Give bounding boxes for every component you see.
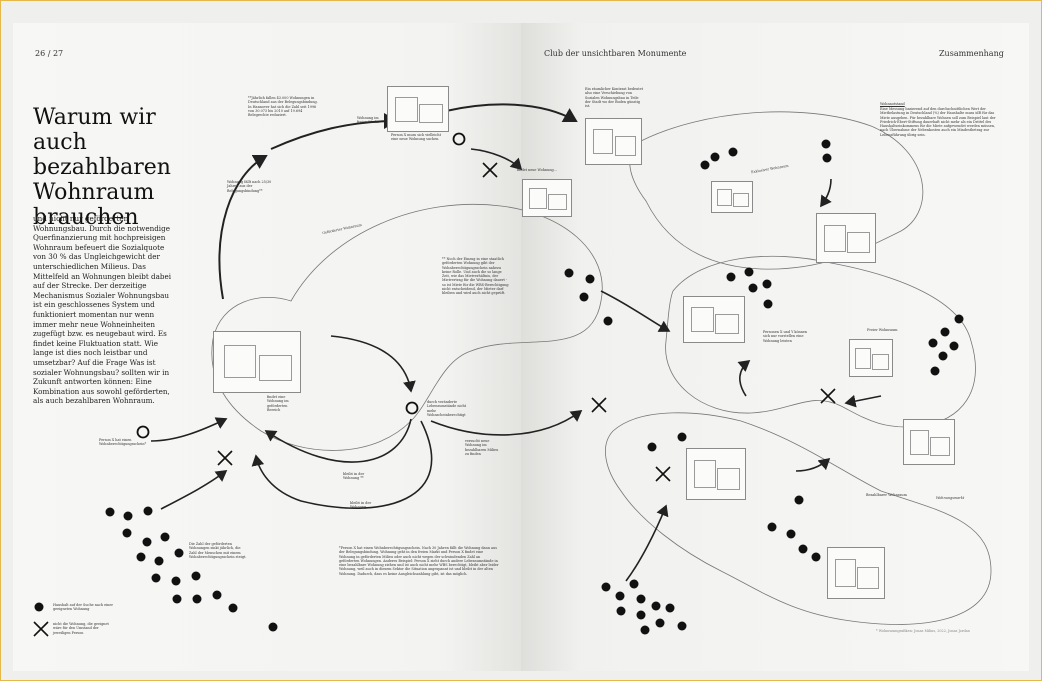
arrow-to-contrast [445, 103, 578, 123]
arrow-circle-down [330, 335, 416, 393]
arrow-frei-curl [737, 359, 751, 397]
interior-sketch-exklusiv-1 [711, 181, 753, 213]
cross-markers [33, 162, 836, 637]
label-findet-gefoerdert: findet eine Wohnung im geförderten Berei… [267, 395, 289, 412]
wohnnotstand-body: Eine Messung basierend auf den durchschn… [880, 107, 996, 137]
arrow-to-bezahlbar [430, 410, 583, 436]
label-person-sucht: Person X muss sich vielleicht eine neue … [391, 133, 441, 142]
milieu-label-wohnungsmarkt: Wohnungsmarkt [936, 496, 965, 500]
interior-sketch-gefoerdert [213, 331, 301, 393]
arrow-bleibt [264, 418, 412, 463]
label-person-x-wbs: Person X hat einen Wohnberechtigungssche… [99, 438, 147, 447]
label-versucht: versucht neue Wohnung im bezahlbaren Mil… [465, 439, 499, 456]
milieu-outline-exklusiv [629, 111, 924, 270]
page-title: Warum wir auch bezahlbaren Wohnraum brau… [33, 105, 171, 230]
section-name: Zusammenhang [939, 49, 1004, 58]
interior-sketch-frei-2 [849, 339, 893, 377]
label-bleibt: bleibt in der Wohnung ** [343, 472, 365, 481]
label-zahl-note: Die Zahl der geförderten Wohnungen sinkt… [189, 542, 247, 559]
article-body: und nicht nur geförderten Wohnungsbau. D… [33, 214, 172, 406]
label-kontrast: Ein räumlicher Kontrast bedeutet also ei… [585, 87, 643, 109]
arrow-to-frei [600, 290, 671, 332]
milieu-outline-bezahlbar [605, 412, 992, 625]
note-belegrechte: **Jährlich fallen 43.000 Wohnungen in De… [248, 96, 318, 118]
arrow-frei-left [844, 394, 882, 408]
interior-sketch-frei-1 [683, 296, 745, 343]
arrow-to-market [270, 113, 398, 150]
interior-sketch-bezahlbar-2 [827, 547, 885, 599]
label-personen-xy: Personen X und Y können sich nur vorstel… [763, 330, 808, 343]
label-foerder-note: ** Noch der Einzug in eine staatlich gef… [442, 257, 509, 296]
milieu-label-frei: Freier Wohnraum [867, 328, 898, 332]
legend-cross-label: nicht die Wohnung, die geeignet wäre für… [53, 622, 109, 635]
interior-sketch-market [387, 86, 449, 132]
interior-sketch-frei-3 [903, 419, 955, 465]
wohnnotstand-title: Wohnnotstand [880, 102, 905, 106]
circle-marker [405, 401, 419, 415]
running-title: Club der unsichtbaren Monumente [544, 49, 687, 58]
arrow-exklusiv-down [820, 178, 832, 208]
figure-credit: * Wohnraumgrafiken: Jonas Milius, 2022, … [876, 629, 970, 633]
arrow-person-x [150, 417, 228, 442]
label-freier-markt: Wohnung im freien Markt [357, 116, 379, 125]
milieu-label-bezahlbar: Bezahlbarer Wohnraum [866, 493, 907, 497]
arrow-bleibt-2 [251, 420, 433, 509]
interior-sketch-bezahlbar-1 [686, 448, 746, 500]
household-dots [34, 139, 964, 635]
circle-marker [452, 132, 466, 146]
label-findet-neue: findet neue Wohnung... [517, 168, 557, 172]
interior-sketch-contrast [585, 118, 642, 165]
circle-marker [136, 425, 150, 439]
legend-dot-label: Haushalt auf der Suche nach einer geeign… [53, 603, 113, 612]
interior-sketch-exklusiv-2 [816, 213, 876, 263]
bubble-belegung: Wohnung fällt nach 25/30 Jahren aus der … [227, 180, 272, 193]
interior-sketch-findet [522, 179, 572, 217]
arrow-bezahlbar-curl [795, 457, 831, 472]
arrow-loop-up [218, 155, 268, 300]
arrow-bottom-up [625, 504, 669, 582]
label-lebensumstaende: durch veränderte Lebensumstände nicht me… [427, 400, 467, 417]
arrow-dots-up [160, 470, 228, 510]
footnote-person-x: *Person X hat einen Wohnberechtigungssch… [339, 546, 499, 576]
arrow-to-findet [470, 148, 523, 171]
page-numbers: 26 / 27 [35, 49, 64, 58]
milieu-outline-gefoerdert [211, 203, 603, 451]
label-bleibt-2: bleibt in der Wohnung [350, 501, 372, 510]
